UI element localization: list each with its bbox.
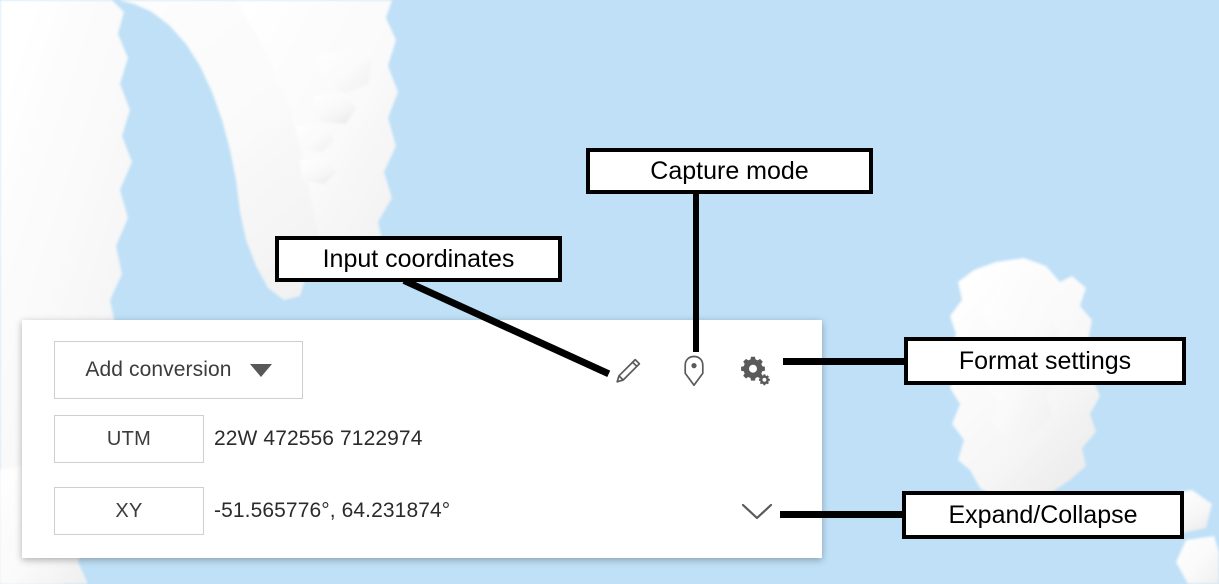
chevron-down-icon	[249, 363, 272, 377]
conversion-row-xy: XY -51.565776°, 64.231874°	[22, 487, 822, 535]
format-settings-button[interactable]	[735, 352, 773, 390]
annotation-expand-collapse: Expand/Collapse	[902, 491, 1184, 539]
conversion-type-xy[interactable]: XY	[54, 487, 204, 535]
conversion-type-utm[interactable]: UTM	[54, 415, 204, 463]
capture-mode-button[interactable]	[675, 352, 713, 390]
conversion-value-xy[interactable]: -51.565776°, 64.231874°	[214, 499, 451, 522]
chevron-down-icon	[741, 503, 773, 520]
annotation-capture-mode: Capture mode	[586, 148, 873, 194]
pencil-icon	[616, 358, 641, 383]
conversion-row-utm: UTM 22W 472556 7122974	[22, 415, 822, 463]
conversion-type-label: XY	[115, 499, 143, 522]
map-pin-icon	[684, 355, 704, 387]
annotation-label: Expand/Collapse	[948, 500, 1138, 529]
expand-collapse-button[interactable]	[736, 493, 778, 529]
coordinate-conversion-panel: Add conversion	[22, 320, 822, 558]
landmass-northwest	[0, 0, 398, 584]
annotation-input-coordinates: Input coordinates	[275, 236, 562, 282]
conversion-type-label: UTM	[106, 427, 152, 450]
conversion-value-utm[interactable]: 22W 472556 7122974	[214, 427, 423, 450]
gears-icon	[741, 356, 770, 386]
annotation-label: Input coordinates	[322, 244, 515, 273]
leader-line-expand	[780, 511, 904, 518]
leader-line-format	[783, 358, 907, 365]
input-coordinates-button[interactable]	[609, 352, 647, 390]
leader-line-capture	[693, 192, 699, 352]
annotation-label: Format settings	[958, 346, 1132, 375]
annotation-label: Capture mode	[650, 156, 809, 185]
annotation-format-settings: Format settings	[904, 337, 1186, 385]
add-conversion-dropdown[interactable]: Add conversion	[54, 341, 303, 399]
panel-toolbar-row: Add conversion	[22, 341, 822, 399]
add-conversion-label: Add conversion	[85, 358, 232, 381]
